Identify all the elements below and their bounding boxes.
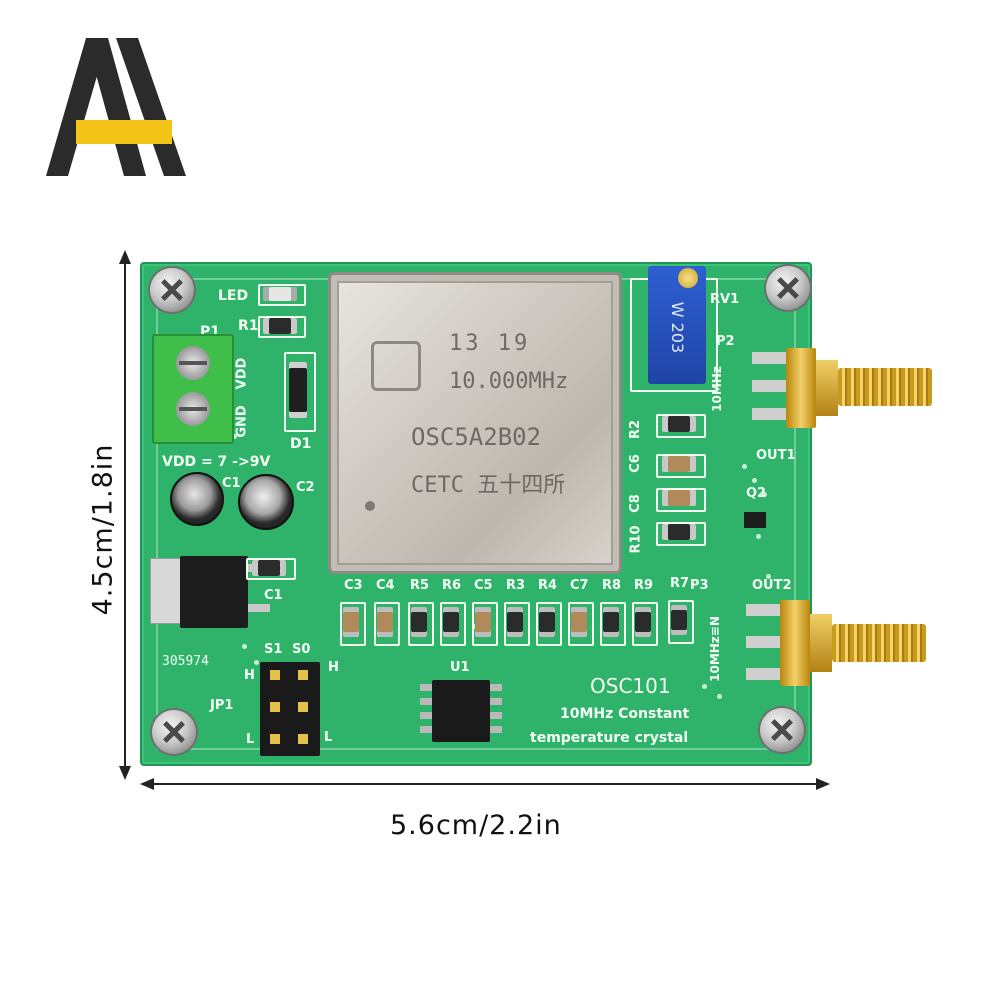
r1-footprint bbox=[258, 316, 306, 338]
cetc-logo-icon bbox=[371, 341, 421, 391]
silk-r10: R10 bbox=[628, 525, 644, 554]
silk-rv1: RV1 bbox=[710, 292, 740, 307]
silk-row-label: R8 bbox=[602, 578, 622, 593]
silk-d1: D1 bbox=[290, 436, 312, 452]
silk-row-label: R3 bbox=[506, 578, 526, 593]
silk-gnd: GND bbox=[234, 405, 250, 438]
r6-resistor bbox=[443, 607, 459, 637]
silk-jp1: JP1 bbox=[210, 698, 234, 713]
mounting-screw-bottom-right bbox=[760, 708, 804, 752]
silk-freq-top: 10MHz bbox=[709, 366, 724, 412]
silk-l-left: L bbox=[246, 732, 255, 747]
silk-r2: R2 bbox=[628, 419, 644, 440]
osc-frequency: 10.000MHz bbox=[449, 369, 569, 394]
mounting-screw-bottom-left bbox=[152, 710, 196, 754]
c6-capacitor bbox=[662, 456, 696, 472]
pot-marking: W 203 bbox=[668, 301, 688, 354]
silk-row-label: C3 bbox=[344, 578, 363, 593]
silk-freq-bottom: 10MHz≡N bbox=[707, 616, 722, 682]
silk-u1: U1 bbox=[450, 660, 470, 675]
logo-accent-bar bbox=[76, 120, 172, 144]
silk-c2: C2 bbox=[296, 480, 315, 495]
sma-connector-out2[interactable] bbox=[746, 596, 926, 692]
ocxo-oscillator-can: 13 19 10.000MHz OSC5A2B02 CETC 五十四所 bbox=[328, 272, 622, 574]
d1-footprint bbox=[284, 352, 316, 432]
silk-row-label: C5 bbox=[474, 578, 493, 593]
c1b-capacitor bbox=[252, 560, 286, 576]
silk-h-right: H bbox=[328, 660, 339, 675]
c4-capacitor bbox=[377, 607, 393, 637]
silk-p2: P2 bbox=[716, 334, 735, 349]
power-terminal-block bbox=[152, 334, 234, 444]
silk-row-label: R6 bbox=[442, 578, 462, 593]
mounting-screw-top-right bbox=[766, 266, 810, 310]
silk-row-label: R7 bbox=[670, 576, 690, 591]
silk-description-line2: temperature crystal bbox=[530, 730, 689, 746]
silk-out1: OUT1 bbox=[756, 448, 796, 463]
osc-line1: 13 19 bbox=[449, 331, 531, 356]
led-component bbox=[263, 287, 297, 301]
logo-left-stroke bbox=[46, 38, 108, 176]
r9-resistor bbox=[635, 607, 651, 637]
silk-h-left: H bbox=[244, 668, 255, 683]
silk-q2: Q2 bbox=[746, 486, 767, 501]
silk-c8: C8 bbox=[627, 494, 643, 513]
width-label: 5.6cm/2.2in bbox=[390, 810, 562, 841]
passive-row-labels: C3 C4 R5 R6 C5 R3 R4 C7 R8 R9 R7 bbox=[338, 576, 698, 598]
q2-transistor bbox=[744, 512, 766, 528]
silk-row-label: R5 bbox=[410, 578, 430, 593]
silk-c6: C6 bbox=[627, 454, 643, 473]
silk-out2: OUT2 bbox=[752, 578, 792, 593]
silk-vdd: VDD bbox=[234, 357, 250, 390]
led-footprint bbox=[258, 284, 306, 306]
silk-led: LED bbox=[218, 288, 249, 304]
c8-capacitor bbox=[662, 490, 696, 506]
voltage-regulator bbox=[180, 556, 248, 628]
r7-resistor bbox=[671, 605, 687, 635]
jumper-header-jp1[interactable] bbox=[260, 662, 320, 756]
brand-logo bbox=[46, 38, 186, 176]
silk-c1-top: C1 bbox=[222, 476, 241, 491]
sma-connector-out1[interactable] bbox=[752, 344, 932, 434]
silk-board-code: 305974 bbox=[162, 654, 209, 669]
r3-resistor bbox=[507, 607, 523, 637]
silk-s0: S0 bbox=[292, 642, 311, 657]
silk-p3: P3 bbox=[690, 578, 709, 593]
silk-row-label: R4 bbox=[538, 578, 558, 593]
silk-c1-bottom: C1 bbox=[264, 588, 283, 603]
r1-resistor bbox=[263, 318, 297, 334]
r4-resistor bbox=[539, 607, 555, 637]
c1b-footprint bbox=[246, 558, 296, 580]
c3-capacitor bbox=[343, 607, 359, 637]
u1-ic-chip bbox=[432, 680, 490, 742]
silk-s1: S1 bbox=[264, 642, 283, 657]
pcb-board: LED R1 P1 VDD GND D1 VDD = 7 ->9V C1 C2 … bbox=[140, 262, 932, 766]
height-label: 4.5cm/1.8in bbox=[87, 443, 119, 616]
electrolytic-capacitor-c2 bbox=[238, 474, 294, 530]
width-dimension-arrow bbox=[140, 778, 830, 790]
osc-maker: CETC 五十四所 bbox=[411, 473, 566, 498]
silk-row-label: R9 bbox=[634, 578, 654, 593]
silk-model: OSC101 bbox=[590, 674, 671, 698]
r8-resistor bbox=[603, 607, 619, 637]
silk-supply-voltage: VDD = 7 ->9V bbox=[162, 454, 271, 470]
osc-model: OSC5A2B02 bbox=[411, 423, 542, 451]
r10-resistor bbox=[662, 524, 696, 540]
r5-resistor bbox=[411, 607, 427, 637]
silk-r1: R1 bbox=[238, 318, 259, 334]
trimmer-potentiometer-rv1[interactable]: W 203 bbox=[648, 266, 706, 384]
r2-resistor bbox=[662, 416, 696, 432]
silk-description-line1: 10MHz Constant bbox=[560, 706, 690, 722]
c5-capacitor bbox=[475, 607, 491, 637]
mounting-screw-top-left bbox=[150, 268, 194, 312]
height-dimension-arrow bbox=[119, 250, 131, 780]
silk-l-right: L bbox=[324, 730, 333, 745]
electrolytic-capacitor-c1 bbox=[170, 472, 224, 526]
d1-diode bbox=[289, 362, 307, 418]
silk-row-label: C4 bbox=[376, 578, 395, 593]
c7-capacitor bbox=[571, 607, 587, 637]
silk-row-label: C7 bbox=[570, 578, 589, 593]
